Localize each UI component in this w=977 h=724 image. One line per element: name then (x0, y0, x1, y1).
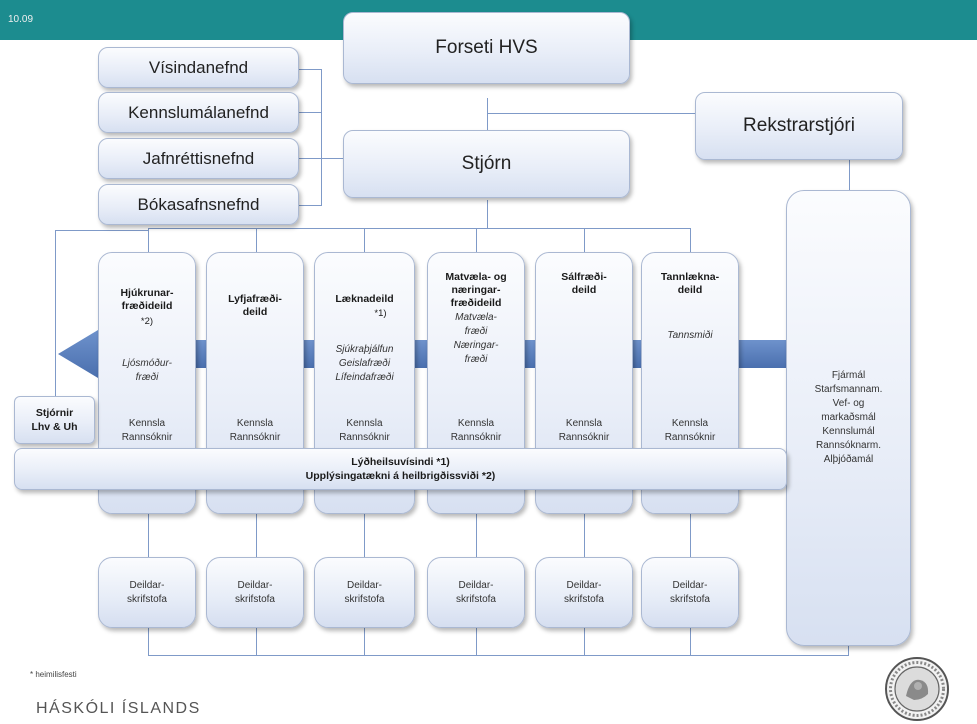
faculty-teaching-research: Kennsla Rannsóknir (229, 418, 281, 443)
connector-line (364, 228, 365, 252)
faculty-sub-programs: Ljósmóður- fræði (122, 358, 172, 383)
connector-line (690, 628, 691, 655)
connector-line (849, 160, 850, 190)
connector-line (299, 69, 321, 70)
office-label: Deildar- skrifstofa (669, 579, 710, 605)
university-seal-icon (885, 657, 949, 721)
ceo-label: Rekstrarstjóri (743, 115, 855, 136)
faculty-name: Sálfræði- deild (561, 271, 607, 296)
department-office: Deildar- skrifstofa (535, 557, 633, 628)
connector-line (256, 628, 257, 655)
connector-line (690, 512, 691, 557)
connector-line (584, 228, 585, 252)
faculty-sub-programs: Matvæla- fræði Næringar- fræði (453, 312, 499, 365)
connector-line (364, 512, 365, 557)
faculty-name: Læknadeild (335, 293, 394, 305)
faculty-teaching-research: Kennsla Rannsóknir (664, 418, 716, 443)
connector-line (487, 200, 488, 228)
faculty-teaching-research: Kennsla Rannsóknir (558, 418, 610, 443)
public-health-line2: Upplýsingatækni á heilbrigðissviði *2) (305, 470, 496, 482)
boards-box: Stjórnir Lhv & Uh (14, 396, 95, 444)
faculty-teaching-research: Kennsla Rannsóknir (121, 418, 173, 443)
connector-line (148, 228, 691, 229)
office-label: Deildar- skrifstofa (563, 579, 604, 605)
connector-line (584, 628, 585, 655)
committee-label: Vísindanefnd (148, 57, 249, 77)
faculty-name: Lyfjafræði- deild (228, 293, 282, 318)
university-name: HÁSKÓLI ÍSLANDS (36, 700, 201, 717)
connector-line (256, 228, 257, 252)
boards-label: Stjórnir Lhv & Uh (31, 407, 78, 433)
committee-box: Bókasafnsnefnd (98, 184, 299, 225)
connector-line (299, 112, 321, 113)
faculty-name: Matvæla- og næringar- fræðideild (445, 271, 507, 309)
connector-line (690, 228, 691, 252)
faculty-teaching-research: Kennsla Rannsóknir (339, 418, 390, 443)
faculty-teaching-research: Kennsla Rannsóknir (450, 418, 502, 443)
connector-line (848, 645, 849, 656)
faculty-name: Tannlækna- deild (660, 271, 720, 296)
faculty-sub-programs: Sjúkraþjálfun Geislafræði Lífeindafræði (335, 344, 394, 383)
ceo-box: Rekstrarstjóri (695, 92, 903, 160)
connector-line (148, 655, 849, 656)
committee-box: Vísindanefnd (98, 47, 299, 88)
faculty-note: *1) (374, 308, 387, 319)
connector-line (364, 628, 365, 655)
president-label: Forseti HVS (435, 37, 538, 58)
connector-line (299, 205, 321, 206)
office-label: Deildar- skrifstofa (234, 579, 275, 605)
committee-label: Bókasafnsnefnd (137, 194, 260, 214)
committee-box: Jafnréttisnefnd (98, 138, 299, 179)
department-office: Deildar- skrifstofa (98, 557, 196, 628)
connector-line (148, 228, 149, 252)
department-office: Deildar- skrifstofa (427, 557, 525, 628)
department-office: Deildar- skrifstofa (206, 557, 304, 628)
connector-line (256, 512, 257, 557)
board-label: Stjórn (461, 153, 512, 174)
connector-line (487, 98, 488, 130)
connector-line (55, 230, 148, 231)
committee-label: Kennslumálanefnd (128, 102, 269, 122)
connector-line (321, 69, 322, 206)
office-label: Deildar- skrifstofa (344, 579, 385, 605)
connector-line (476, 628, 477, 655)
department-office: Deildar- skrifstofa (641, 557, 739, 628)
admin-services-box: Fjármál Starfsmannam. Vef- og markaðsmál… (786, 190, 911, 646)
president-box: Forseti HVS (343, 12, 630, 84)
footnote: * heimilisfesti (30, 670, 77, 679)
office-label: Deildar- skrifstofa (455, 579, 496, 605)
slide-number: 10.09 (8, 14, 34, 25)
committee-label: Jafnréttisnefnd (142, 148, 255, 168)
department-office: Deildar- skrifstofa (314, 557, 415, 628)
connector-line (148, 512, 149, 557)
public-health-line1: Lýðheilsuvísindi *1) (351, 456, 450, 468)
public-health-bar: Lýðheilsuvísindi *1) Upplýsingatækni á h… (14, 448, 787, 490)
connector-line (148, 628, 149, 655)
faculty-note: *2) (140, 316, 154, 327)
committee-box: Kennslumálanefnd (98, 92, 299, 133)
connector-line (55, 230, 56, 396)
connector-line (487, 113, 695, 114)
connector-line (584, 512, 585, 557)
faculty-sub-programs: Tannsmiði (667, 330, 713, 341)
board-box: Stjórn (343, 130, 630, 198)
office-label: Deildar- skrifstofa (126, 579, 167, 605)
admin-services-list: Fjármál Starfsmannam. Vef- og markaðsmál… (814, 370, 883, 465)
connector-line (476, 228, 477, 252)
faculty-name: Hjúkrunar- fræðideild (120, 287, 174, 312)
connector-line (476, 512, 477, 557)
